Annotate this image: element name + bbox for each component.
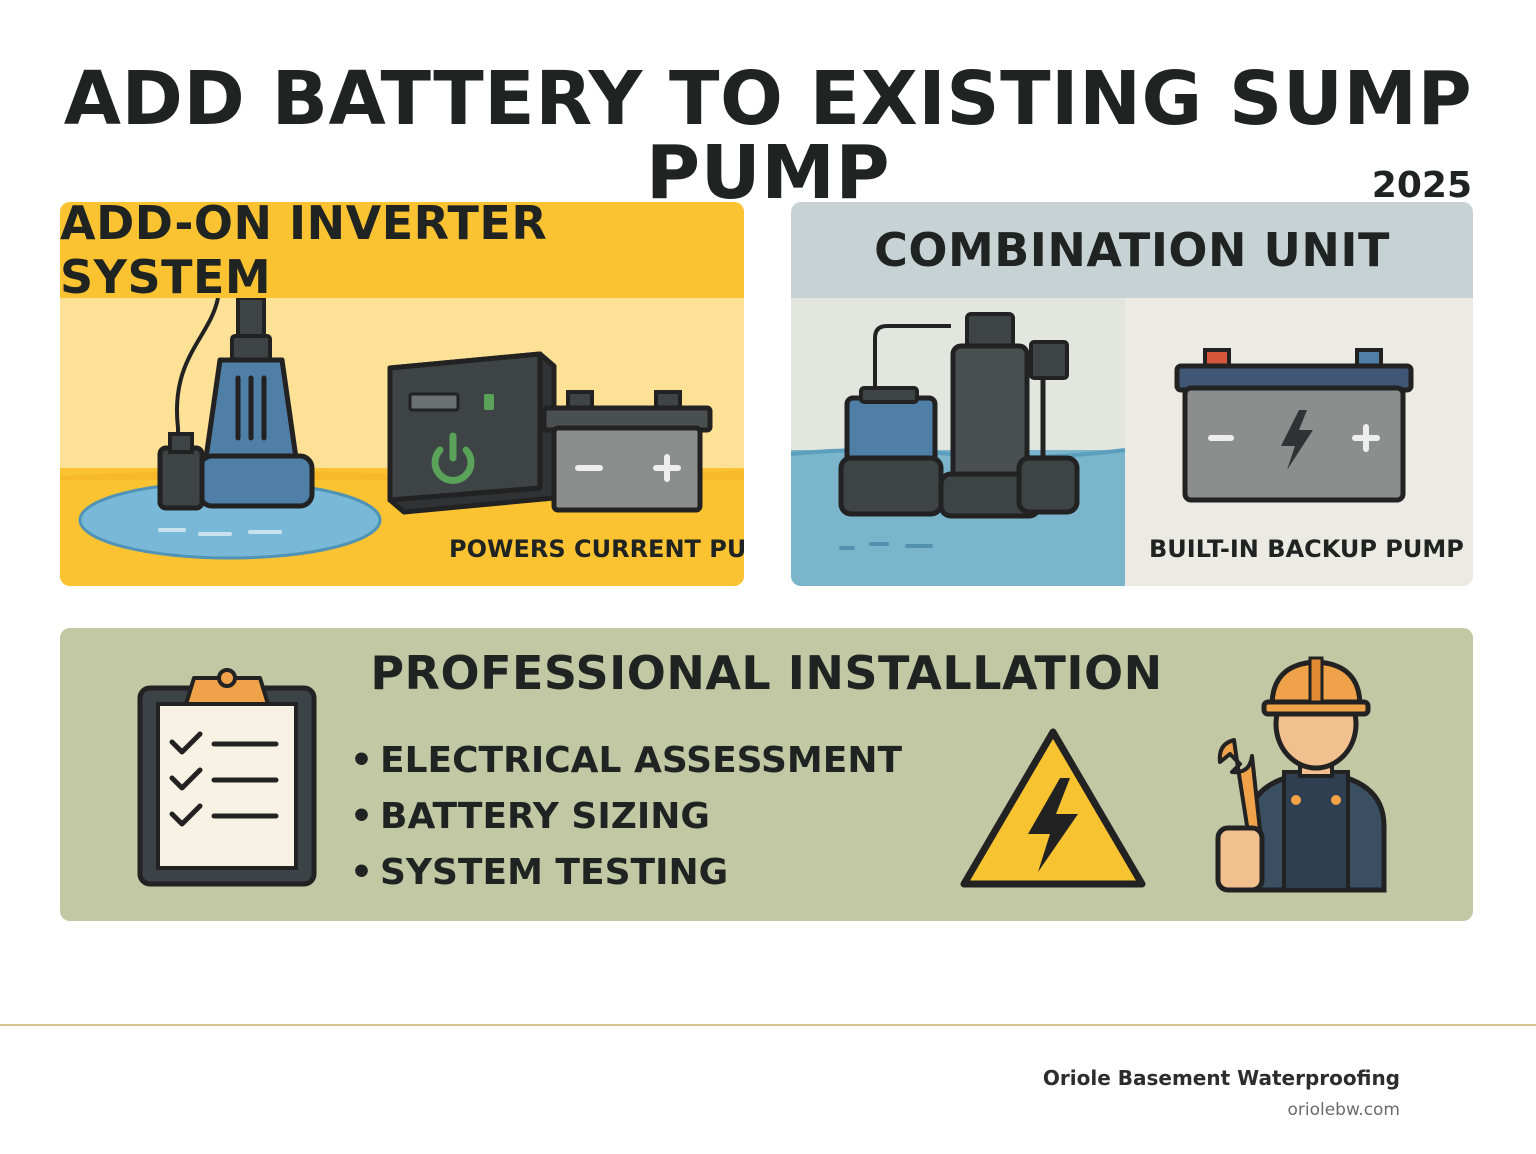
panel-title: ADD-ON INVERTER SYSTEM [60,202,744,304]
combination-pump-icon [838,312,1080,519]
battery-icon [1174,348,1414,503]
panel-title: COMBINATION UNIT [791,202,1473,298]
installation-title: PROFESSIONAL INSTALLATION [370,646,1163,700]
list-item: BATTERY SIZING [350,789,902,845]
page-title: ADD BATTERY TO EXISTING SUMP PUMP [63,56,1473,216]
professional-installation-panel: PROFESSIONAL INSTALLATION ELECTRICAL ASS… [60,628,1473,921]
footer-divider [0,1024,1536,1026]
power-icon [431,432,475,484]
list-item: SYSTEM TESTING [350,845,902,901]
inverter-icon [387,351,557,515]
panel-add-on-inverter: ADD-ON INVERTER SYSTEM [60,202,744,586]
panel-caption: POWERS CURRENT PUMP [449,535,744,563]
technician-icon [1215,656,1387,893]
list-item: ELECTRICAL ASSESSMENT [350,733,902,789]
installation-list: ELECTRICAL ASSESSMENT BATTERY SIZING SYS… [350,733,902,901]
year-label: 2025 [1371,165,1472,206]
battery-icon [541,390,713,513]
clipboard-checklist-icon [137,668,317,887]
combination-illustration [791,298,1414,586]
inverter-illustration [60,298,744,586]
panel-caption: BUILT-IN BACKUP PUMP [1149,535,1464,563]
lightning-icon [1281,410,1313,470]
footer-brand: Oriole Basement Waterproofing [1042,1066,1400,1090]
submersible-pump-icon [157,298,315,511]
footer-url: oriolebw.com [1287,1100,1400,1120]
high-voltage-warning-icon [960,728,1146,888]
panel-combination-unit: COMBINATION UNIT BUIL [791,202,1473,586]
